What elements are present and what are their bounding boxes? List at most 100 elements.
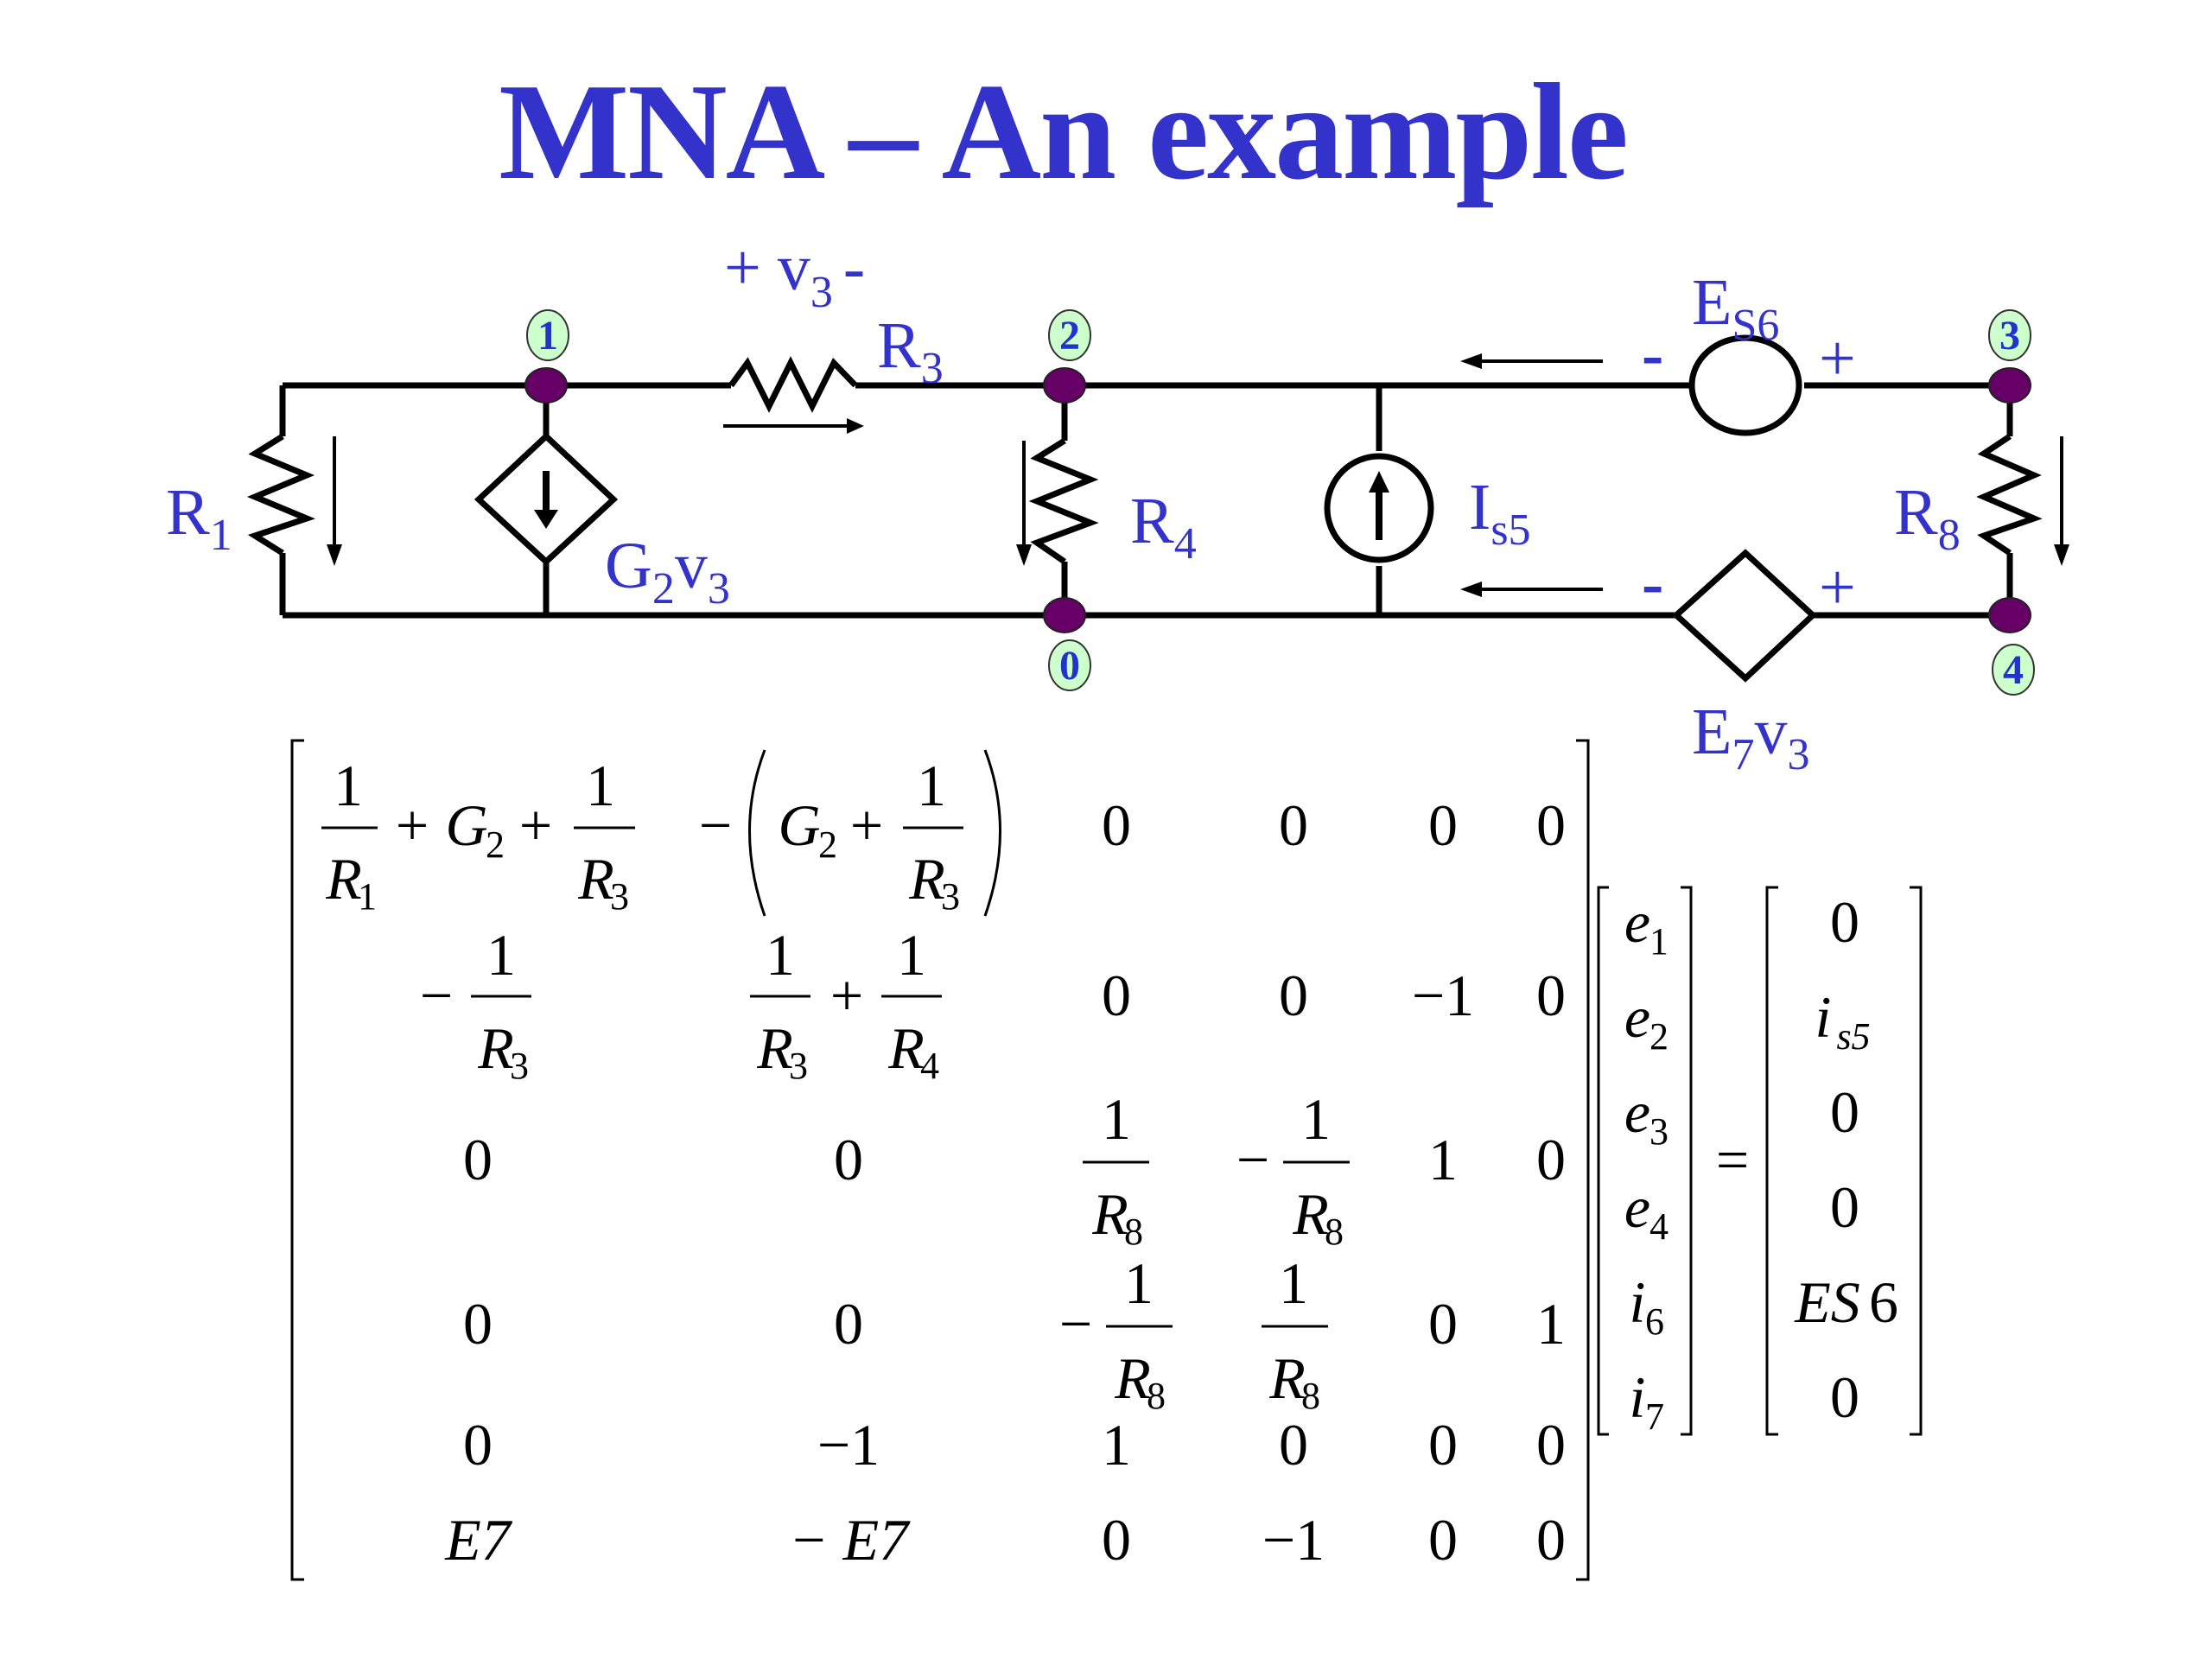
- node-dot-3: [1988, 367, 2031, 404]
- cell-3-5: 1: [1428, 1127, 1458, 1192]
- svg-text:8: 8: [1147, 1375, 1166, 1417]
- e7v3-label: E7v3: [1692, 696, 1809, 779]
- node-label-3: 3: [1988, 309, 2031, 361]
- cell-5-6: 0: [1536, 1412, 1566, 1478]
- svg-text:R: R: [325, 846, 362, 912]
- cell-3-3: 1 R8: [1083, 1086, 1149, 1253]
- svg-text:1: 1: [1124, 1250, 1154, 1316]
- cell-3-6: 0: [1536, 1127, 1566, 1192]
- cell-4-2: 0: [834, 1291, 863, 1357]
- cell-2-3: 0: [1102, 963, 1131, 1028]
- svg-text:e: e: [1624, 984, 1650, 1050]
- svg-text:−: −: [699, 792, 732, 858]
- matrix-row-1: 1 R1 + G2 + 1 R3 − G2 + 1 R3 0 0: [321, 749, 1566, 918]
- svg-text:1: 1: [1102, 1086, 1131, 1152]
- svg-text:2: 2: [486, 823, 505, 866]
- svg-text:−: −: [420, 963, 453, 1028]
- svg-text:i: i: [1630, 1364, 1646, 1430]
- matrix-row-3: 0 0 1 R8 − 1 R8 1 0: [463, 1086, 1566, 1253]
- resistor-r3: [728, 356, 858, 413]
- e7-plus-sign: +: [1819, 551, 1856, 624]
- svg-text:1: 1: [766, 922, 795, 988]
- unknowns-right-bracket: [1681, 886, 1693, 1436]
- cell-4-1: 0: [463, 1291, 493, 1357]
- cell-1-1: 1 R1 + G2 + 1 R3: [321, 753, 635, 918]
- svg-text:R: R: [756, 1015, 793, 1081]
- svg-text:3: 3: [789, 1045, 808, 1087]
- node-label-1: 1: [526, 309, 569, 361]
- svg-text:0: 0: [1059, 643, 1080, 689]
- node-dot-4: [1988, 597, 2031, 633]
- node-label-0: 0: [1048, 639, 1091, 691]
- svg-text:R: R: [1091, 1181, 1128, 1247]
- cell-2-2: 1 R3 + 1 R4: [750, 922, 942, 1087]
- svg-text:3: 3: [1999, 313, 2020, 359]
- cell-4-4: 1 R8: [1262, 1250, 1328, 1417]
- unknown-e3: e3: [1624, 1079, 1669, 1153]
- rhs-row-6: 0: [1830, 1364, 1859, 1430]
- svg-text:1: 1: [897, 922, 926, 988]
- cell-1-5: 0: [1428, 792, 1458, 858]
- svg-text:4: 4: [1649, 1205, 1669, 1248]
- is5-label: Is5: [1469, 471, 1531, 555]
- es6-arrowhead-icon: [1460, 353, 1482, 369]
- svg-text:8: 8: [1124, 1211, 1143, 1253]
- rhs-row-1: 0: [1830, 889, 1859, 955]
- equals-sign: =: [1716, 1127, 1749, 1192]
- svg-text:e: e: [1624, 889, 1650, 955]
- svg-text:+: +: [519, 792, 552, 858]
- svg-text:1: 1: [917, 753, 946, 818]
- r8-arrowhead-icon: [2054, 544, 2069, 566]
- svg-text:7: 7: [1645, 1395, 1664, 1438]
- is5-arrow-up-icon: [1369, 471, 1389, 493]
- svg-text:i: i: [1630, 1269, 1646, 1335]
- r4-arrowhead-icon: [1016, 544, 1032, 566]
- cell-5-1: 0: [463, 1412, 493, 1478]
- r3-label: R3: [877, 309, 944, 393]
- svg-text:G: G: [445, 792, 487, 858]
- svg-text:1: 1: [1301, 1086, 1331, 1152]
- cell-5-4: 0: [1279, 1412, 1308, 1478]
- cell-1-6: 0: [1536, 792, 1566, 858]
- svg-text:1: 1: [334, 753, 363, 818]
- svg-text:1: 1: [486, 922, 516, 988]
- resistor-r8: [1976, 434, 2043, 556]
- cell-2-4: 0: [1279, 963, 1308, 1028]
- svg-text:−: −: [1236, 1127, 1269, 1192]
- rhs-right-bracket: [1910, 886, 1923, 1436]
- svg-text:e: e: [1624, 1174, 1650, 1240]
- cell-1-3: 0: [1102, 792, 1131, 858]
- svg-text:8: 8: [1325, 1211, 1344, 1253]
- cell-4-5: 0: [1428, 1291, 1458, 1357]
- cell-1-2: − G2 + 1 R3: [699, 749, 1001, 918]
- circuit-diagram: 1 2 3 4 0 - + - + + v3- R3 R1 G2v3 R4 Is…: [166, 232, 2069, 779]
- svg-text:1: 1: [586, 753, 615, 818]
- svg-text:4: 4: [920, 1045, 939, 1087]
- cell-3-1: 0: [463, 1127, 493, 1192]
- svg-text:s5: s5: [1836, 1015, 1870, 1058]
- v3-label: + v3-: [724, 232, 865, 317]
- svg-text:1: 1: [537, 313, 558, 359]
- cell-6-3: 0: [1102, 1507, 1131, 1573]
- svg-text:R: R: [908, 846, 945, 912]
- dependent-voltage-source-e7v3: [1671, 549, 1818, 683]
- svg-text:G: G: [778, 792, 820, 858]
- r1-arrowhead-icon: [327, 544, 342, 566]
- cell-6-2: − E7: [789, 1507, 911, 1573]
- svg-text:+: +: [830, 963, 863, 1028]
- cell-6-4: −1: [1262, 1507, 1325, 1573]
- svg-text:3: 3: [941, 875, 960, 918]
- node-label-2: 2: [1048, 309, 1091, 361]
- svg-text:6: 6: [1645, 1300, 1664, 1343]
- svg-text:1: 1: [1649, 920, 1669, 963]
- cell-2-6: 0: [1536, 963, 1566, 1028]
- resistor-r4: [1028, 438, 1099, 564]
- unknown-e4: e4: [1624, 1174, 1669, 1248]
- mna-equation: 1 R1 + G2 + 1 R3 − G2 + 1 R3 0 0: [290, 739, 1923, 1581]
- svg-text:−: −: [1059, 1291, 1092, 1357]
